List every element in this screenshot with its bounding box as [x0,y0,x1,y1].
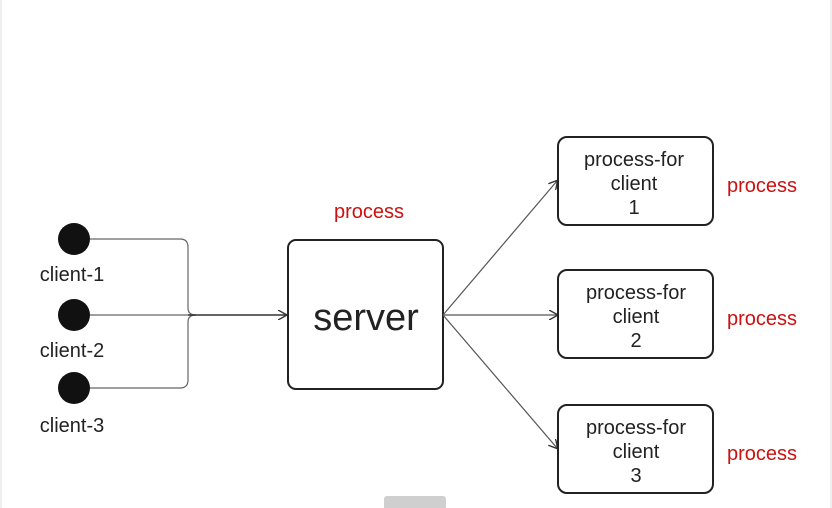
client-2-label: client-2 [40,340,104,362]
server-process-tag: process [334,201,404,223]
child-2-line1: process-for [586,282,686,304]
arrow-to-child-1 [442,181,557,316]
client-1-node [58,223,90,255]
client-1-connector [90,238,197,316]
client-3-label: client-3 [40,415,104,437]
frame-edge-right [830,0,832,508]
client-1-label: client-1 [40,264,104,286]
child-2-line2: client [613,306,660,328]
child-3-line2: client [613,441,660,463]
child-3-line1: process-for [586,417,686,439]
fanout-arrows [442,181,557,448]
child-process-1-box [557,136,714,226]
client-connectors [90,238,286,389]
server-label: server [313,297,419,339]
child-3-line3: 3 [630,465,641,487]
child-2-process-tag: process [727,308,797,330]
child-process-3-box [557,404,714,494]
client-3-node [58,372,90,404]
client-2-node [58,299,90,331]
child-1-process-tag: process [727,175,797,197]
child-1-line1: process-for [584,149,684,171]
child-2-line3: 2 [630,330,641,352]
child-1-line2: client [611,173,658,195]
child-process-2-box [557,269,714,359]
bottom-tab-handle[interactable] [384,496,446,508]
child-1-line3: 1 [628,197,639,219]
child-3-process-tag: process [727,443,797,465]
frame-edge-left [0,0,2,508]
arrow-to-child-3 [442,314,557,448]
client-3-connector [90,314,197,389]
